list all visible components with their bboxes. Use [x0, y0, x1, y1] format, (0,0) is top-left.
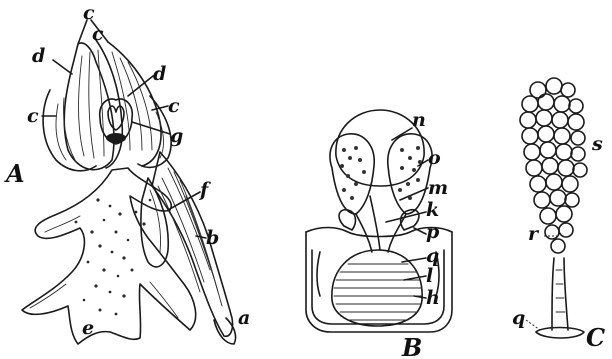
label-a-c-right: c	[168, 95, 180, 117]
label-b-l: l	[426, 265, 433, 287]
label-b-n: n	[412, 109, 426, 131]
label-b-h: h	[426, 287, 440, 309]
figure-a-title: A	[4, 159, 25, 188]
label-b-q: q	[426, 245, 439, 267]
label-a-e: e	[82, 317, 94, 339]
figure-b-title: B	[401, 333, 422, 359]
label-b-k: k	[426, 199, 439, 221]
label-a-d-left: d	[32, 45, 45, 67]
label-b-o: o	[428, 147, 441, 169]
label-a-b: b	[206, 227, 219, 249]
label-a-a: a	[238, 307, 250, 329]
label-b-p: p	[426, 221, 440, 243]
label-b-m: m	[428, 177, 448, 199]
label-a-c-top-left: c	[83, 2, 95, 24]
label-a-f: f	[198, 179, 211, 201]
label-c-r: r	[528, 223, 540, 245]
label-a-d-right: d	[153, 63, 166, 85]
label-a-c-left: c	[27, 105, 39, 127]
label-c-s: s	[591, 133, 603, 155]
figure-c-title: C	[586, 323, 605, 352]
leader-lines	[42, 20, 558, 330]
label-c-q: q	[512, 307, 525, 329]
label-a-g: g	[170, 125, 183, 147]
label-a-c-top-right: c	[92, 23, 104, 45]
figure-c-pollinium-drawing	[520, 78, 587, 338]
